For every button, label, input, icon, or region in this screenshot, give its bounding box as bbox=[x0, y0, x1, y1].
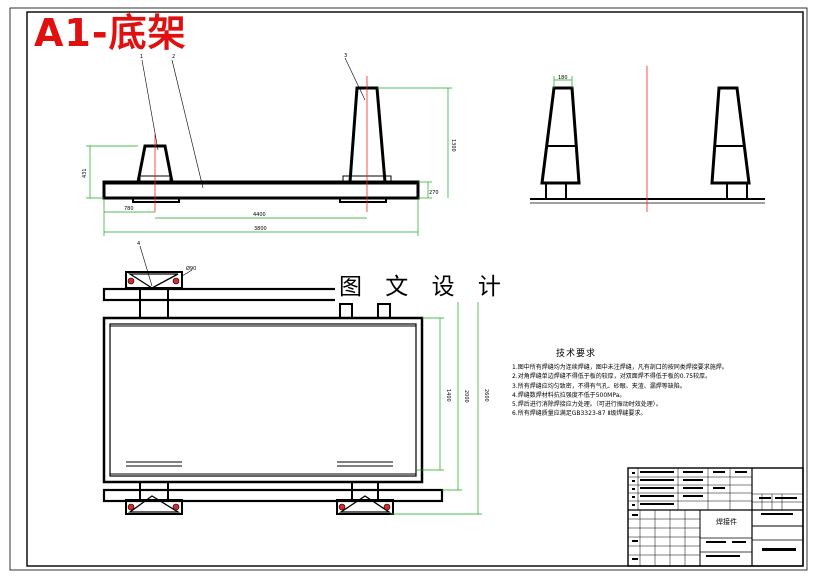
dim-corner-callout: Ø90 bbox=[186, 265, 196, 272]
front-view-leaders bbox=[141, 57, 366, 189]
part-label-4: 4 bbox=[137, 241, 140, 247]
tech-req-item: 2.对角焊缝单边焊缝不得低于板的较厚，对双面焊不得低于板的0.75较厚。 bbox=[512, 373, 712, 381]
dim-270: 270 bbox=[429, 190, 439, 196]
tech-req-heading: 技术要求 bbox=[556, 349, 597, 359]
dim-780: 780 bbox=[124, 206, 134, 212]
title-block-drawing-name: 焊接件 bbox=[716, 517, 737, 526]
tech-req-item: 1.图中所有焊缝均为连续焊缝，图中未注焊缝，凡有剖口的按同类焊接要求施焊。 bbox=[512, 364, 728, 371]
dim-431: 431 bbox=[82, 168, 88, 178]
front-base-beam bbox=[102, 180, 420, 200]
dim-1400: 1400 bbox=[445, 389, 451, 402]
tech-req-item: 6.所有焊缝质量应满足GB3323-87 Ⅱ级焊缝要求。 bbox=[512, 410, 647, 418]
side-right-post bbox=[710, 86, 751, 185]
dim-4400: 4400 bbox=[253, 212, 266, 218]
tech-req-item: 4.焊缝数焊材料抗拉强度不低于500MPa。 bbox=[512, 391, 626, 399]
dim-1300: 1300 bbox=[450, 139, 456, 152]
title-block bbox=[627, 467, 804, 567]
part-label-2: 2 bbox=[172, 54, 175, 60]
dim-2600: 2600 bbox=[483, 389, 489, 402]
tech-req-item: 3.所有焊缝应均匀致密，不得有气孔、砂眼、夹渣、漏焊等缺陷。 bbox=[512, 382, 686, 390]
tech-req-list: 1.图中所有焊缝均为连续焊缝，图中未注焊缝，凡有剖口的按同类焊接要求施焊。 2.… bbox=[512, 363, 812, 419]
dim-3800: 3800 bbox=[254, 226, 267, 232]
dim-side-top: 180 bbox=[558, 75, 568, 81]
sheet-title: A1-底架 bbox=[34, 11, 187, 55]
front-view bbox=[102, 86, 420, 203]
plan-view-dimensions bbox=[390, 289, 482, 515]
side-left-post bbox=[540, 86, 581, 185]
outer-border bbox=[9, 7, 808, 571]
side-view bbox=[530, 86, 765, 204]
front-tall-post bbox=[348, 86, 387, 184]
watermark-text: 图 文 设 计 bbox=[335, 272, 513, 302]
part-label-3: 3 bbox=[344, 53, 347, 59]
technical-requirements: 技术要求 1.图中所有焊缝均为连续焊缝，图中未注焊缝，凡有剖口的按同类焊接要求施… bbox=[512, 346, 812, 419]
inner-border bbox=[26, 11, 804, 567]
part-label-1: 1 bbox=[140, 54, 143, 60]
dim-2000: 2000 bbox=[463, 390, 469, 403]
front-view-dimensions bbox=[86, 87, 452, 236]
plan-inner-panel bbox=[109, 325, 417, 475]
tech-req-item: 5.焊后进行消除焊接应力处理。（可进行振动时效处理）。 bbox=[512, 401, 662, 409]
